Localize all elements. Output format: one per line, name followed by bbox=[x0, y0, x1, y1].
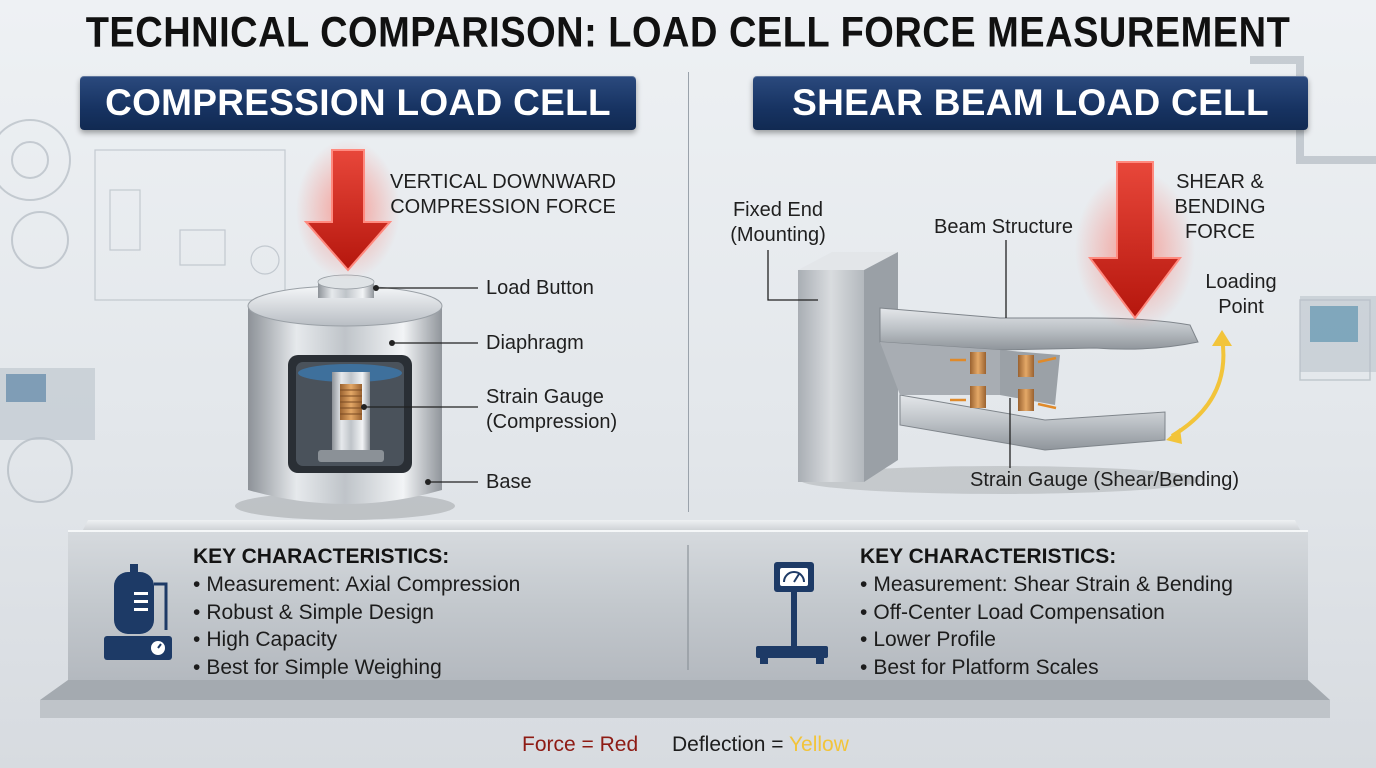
diaphragm-label: Diaphragm bbox=[486, 332, 584, 354]
shear-bending-force-label: SHEAR & BENDING FORCE bbox=[1174, 171, 1266, 243]
legend-deflection: Deflection = Yellow bbox=[672, 733, 849, 756]
list-item: Best for Simple Weighing bbox=[193, 654, 520, 682]
right-characteristics-list: Measurement: Shear Strain & Bending Off-… bbox=[860, 571, 1233, 681]
list-item: Best for Platform Scales bbox=[860, 654, 1233, 682]
list-item: Measurement: Shear Strain & Bending bbox=[860, 571, 1233, 599]
beam-structure-label: Beam Structure bbox=[934, 216, 1073, 238]
base-label: Base bbox=[486, 471, 532, 493]
tank-scale-icon bbox=[104, 564, 172, 660]
list-item: High Capacity bbox=[193, 626, 520, 654]
list-item: Off-Center Load Compensation bbox=[860, 599, 1233, 627]
fixed-end-label: Fixed End (Mounting) bbox=[730, 199, 826, 246]
list-item: Robust & Simple Design bbox=[193, 599, 520, 627]
list-item: Measurement: Axial Compression bbox=[193, 571, 520, 599]
compression-force-label: VERTICAL DOWNWARD COMPRESSION FORCE bbox=[390, 171, 616, 218]
compression-load-cell-header: COMPRESSION LOAD CELL bbox=[80, 76, 636, 130]
loading-point-label: Loading Point bbox=[1205, 271, 1277, 318]
list-item: Lower Profile bbox=[860, 626, 1233, 654]
platform-scale-icon bbox=[756, 562, 828, 664]
legend-force: Force = Red bbox=[522, 733, 639, 756]
right-characteristics-title: KEY CHARACTERISTICS: bbox=[860, 545, 1117, 568]
load-button-label: Load Button bbox=[486, 277, 594, 299]
left-characteristics-list: Measurement: Axial Compression Robust & … bbox=[193, 571, 520, 681]
strain-gauge-compression-label: Strain Gauge (Compression) bbox=[486, 386, 618, 433]
left-characteristics-title: KEY CHARACTERISTICS: bbox=[193, 545, 450, 568]
strain-gauge-shear-label: Strain Gauge (Shear/Bending) bbox=[970, 469, 1240, 491]
page-title: TECHNICAL COMPARISON: LOAD CELL FORCE ME… bbox=[85, 9, 1291, 57]
shear-beam-load-cell-header: SHEAR BEAM LOAD CELL bbox=[753, 76, 1308, 130]
section-divider bbox=[688, 72, 689, 512]
